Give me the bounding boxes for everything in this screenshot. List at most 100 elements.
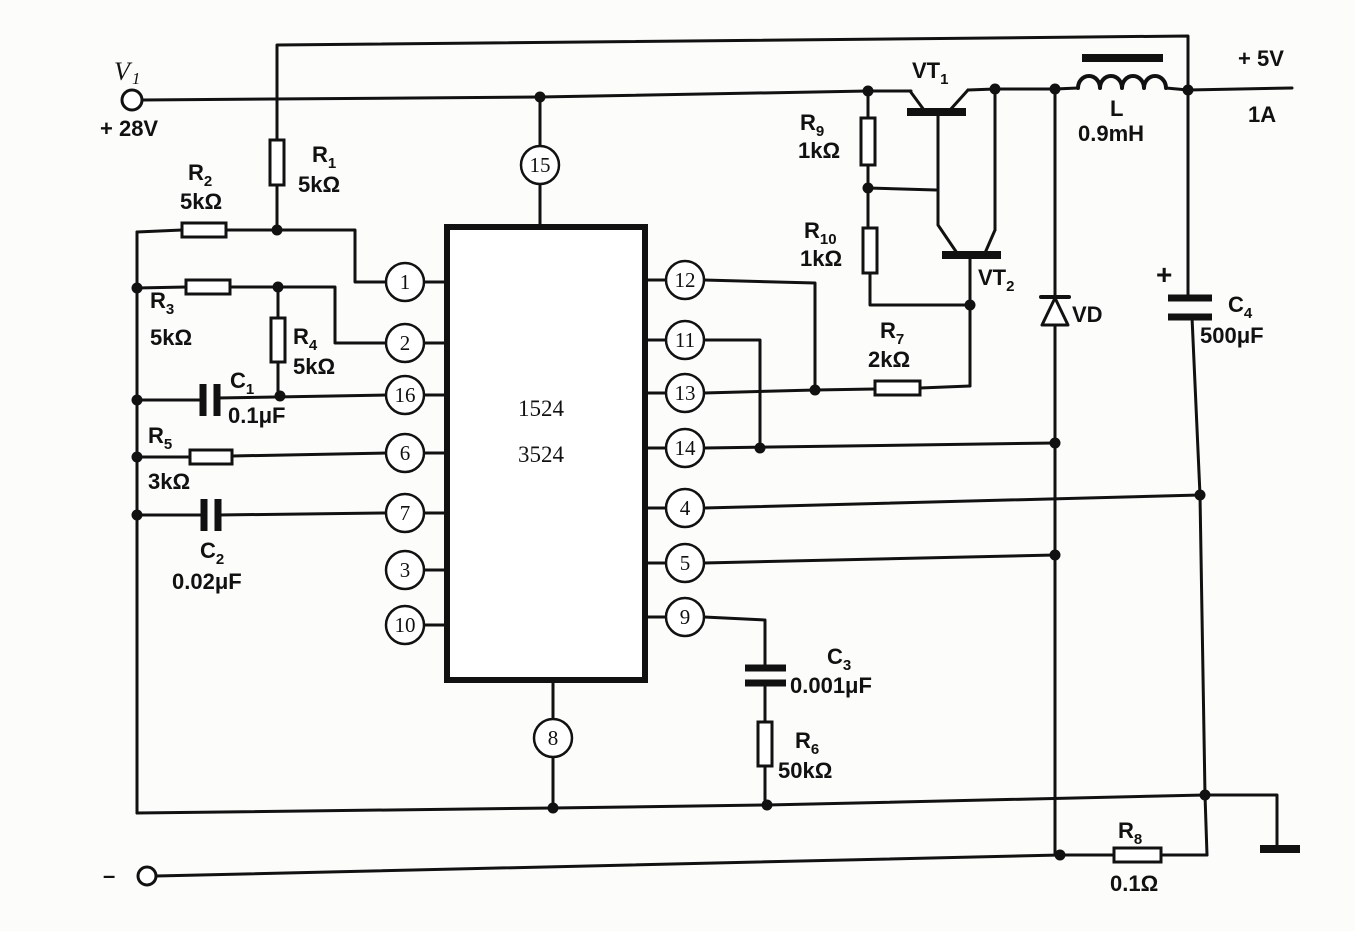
- pin-8-circle: [532, 717, 574, 759]
- pin-9-number: 9: [680, 605, 691, 629]
- junction-dot: [1049, 83, 1061, 95]
- r4-symbol: R: [293, 324, 309, 349]
- wire-left-pin-stubs: [422, 280, 449, 627]
- r7-subscript: 7: [896, 331, 904, 348]
- junction-dot: [131, 282, 143, 294]
- input-subscript: 1: [132, 69, 141, 88]
- ic-pins: 15 8 1 2 16 6 7 3 10 12 11 13 14 4 5 9: [384, 144, 706, 759]
- vt2-leads: [936, 223, 997, 255]
- negative-terminal-label: –: [103, 863, 115, 888]
- vt2-symbol: VT: [978, 265, 1007, 290]
- r8-subscript: 8: [1134, 831, 1142, 848]
- r6-symbol: R: [795, 728, 811, 753]
- wire-pin12: [702, 278, 817, 392]
- r10-symbol: R: [804, 218, 820, 243]
- capacitor-c3: [745, 664, 786, 687]
- resistor-r5: [188, 448, 234, 466]
- pin-16-circle: [384, 374, 426, 416]
- junction-dot: [862, 182, 874, 194]
- r4-name-label: R4: [293, 324, 318, 354]
- junction-dot: [1049, 437, 1061, 449]
- pin-10-circle: [384, 604, 426, 646]
- c4-symbol: C: [1228, 292, 1244, 317]
- r5-name-label: R5: [148, 423, 172, 453]
- c2-value-label: 0.02μF: [172, 569, 242, 594]
- resistor-r10: [861, 226, 879, 275]
- junction-dot: [1049, 549, 1061, 561]
- wire-ground-rail: [135, 793, 1279, 850]
- r7-symbol: R: [880, 318, 896, 343]
- vt1-symbol: VT: [912, 58, 941, 83]
- wire-pin11: [702, 338, 762, 450]
- pin-2-number: 2: [400, 331, 411, 355]
- c3-name-label: C3: [827, 644, 851, 674]
- r8-symbol: R: [1118, 818, 1134, 843]
- pin-2-circle: [384, 322, 426, 364]
- diode-vd: [1039, 295, 1071, 327]
- junction-dot: [964, 299, 976, 311]
- r10-subscript: 10: [820, 231, 837, 248]
- r4-value-label: 5kΩ: [293, 354, 335, 379]
- pin-4-number: 4: [680, 496, 691, 520]
- pin-13-number: 13: [675, 381, 696, 405]
- wire-right-pin-stubs: [643, 278, 668, 619]
- junction-dot: [809, 384, 821, 396]
- pin-4-circle: [664, 487, 706, 529]
- r10-value-label: 1kΩ: [800, 246, 842, 271]
- wire-c4: [1186, 88, 1209, 857]
- pin-14-number: 14: [675, 436, 697, 460]
- junction-dot: [534, 91, 546, 103]
- c3-symbol: C: [827, 644, 843, 669]
- r8-name-label: R8: [1118, 818, 1142, 848]
- vt2-label: VT2: [978, 265, 1014, 295]
- pin-8-number: 8: [548, 726, 559, 750]
- junction-dot: [1182, 84, 1194, 96]
- pin-13-circle: [664, 372, 706, 414]
- input-voltage-label: + 28V: [100, 116, 158, 141]
- junction-dot: [547, 802, 559, 814]
- transistor-vt2: [936, 223, 1001, 259]
- r2-value-label: 5kΩ: [180, 189, 222, 214]
- resistor-r8: [1112, 846, 1163, 864]
- pin-14-circle: [664, 427, 706, 469]
- pin-5-circle: [664, 542, 706, 584]
- junction-dot: [754, 442, 766, 454]
- pin-11-circle: [664, 319, 706, 361]
- junctions: [131, 83, 1211, 861]
- resistor-r4: [269, 316, 287, 364]
- pin-11-number: 11: [675, 328, 695, 352]
- c3-subscript: 3: [843, 657, 851, 674]
- ic-1524-3524: [444, 224, 648, 683]
- junction-dot: [272, 281, 284, 293]
- resistor-r1: [268, 138, 286, 187]
- resistor-r2: [180, 221, 228, 239]
- r9-symbol: R: [800, 110, 816, 135]
- junction-dot: [761, 799, 773, 811]
- wire-r5-pin6: [135, 451, 388, 459]
- wire-c1-pin16: [135, 393, 388, 402]
- wire-c2-pin7: [135, 511, 388, 517]
- wire-transistor-to-inductor: [966, 86, 1080, 92]
- pin-9-circle: [664, 596, 706, 638]
- c4-polarity-label: +: [1156, 259, 1172, 290]
- pin-7-number: 7: [400, 501, 411, 525]
- wire-pin5: [702, 553, 1057, 565]
- inductor-l: [1076, 54, 1168, 90]
- r6-subscript: 6: [811, 741, 819, 758]
- c1-subscript: 1: [246, 381, 254, 398]
- c2-name-label: C2: [200, 538, 224, 568]
- r9-subscript: 9: [816, 123, 824, 140]
- pin-10-number: 10: [395, 613, 416, 637]
- c4-name-label: C4: [1228, 292, 1253, 322]
- r1-name-label: R1: [312, 142, 336, 172]
- r8-value-label: 0.1Ω: [1110, 871, 1158, 896]
- wire-pin4: [702, 493, 1202, 510]
- pin-15-circle: [519, 144, 561, 186]
- r4-subscript: 4: [309, 337, 318, 354]
- resistor-r3: [184, 278, 232, 296]
- resistor-r9: [859, 116, 877, 167]
- r5-value-label: 3kΩ: [148, 469, 190, 494]
- r9-name-label: R9: [800, 110, 824, 140]
- capacitor-c2: [200, 499, 222, 531]
- vt1-subscript: 1: [940, 71, 948, 88]
